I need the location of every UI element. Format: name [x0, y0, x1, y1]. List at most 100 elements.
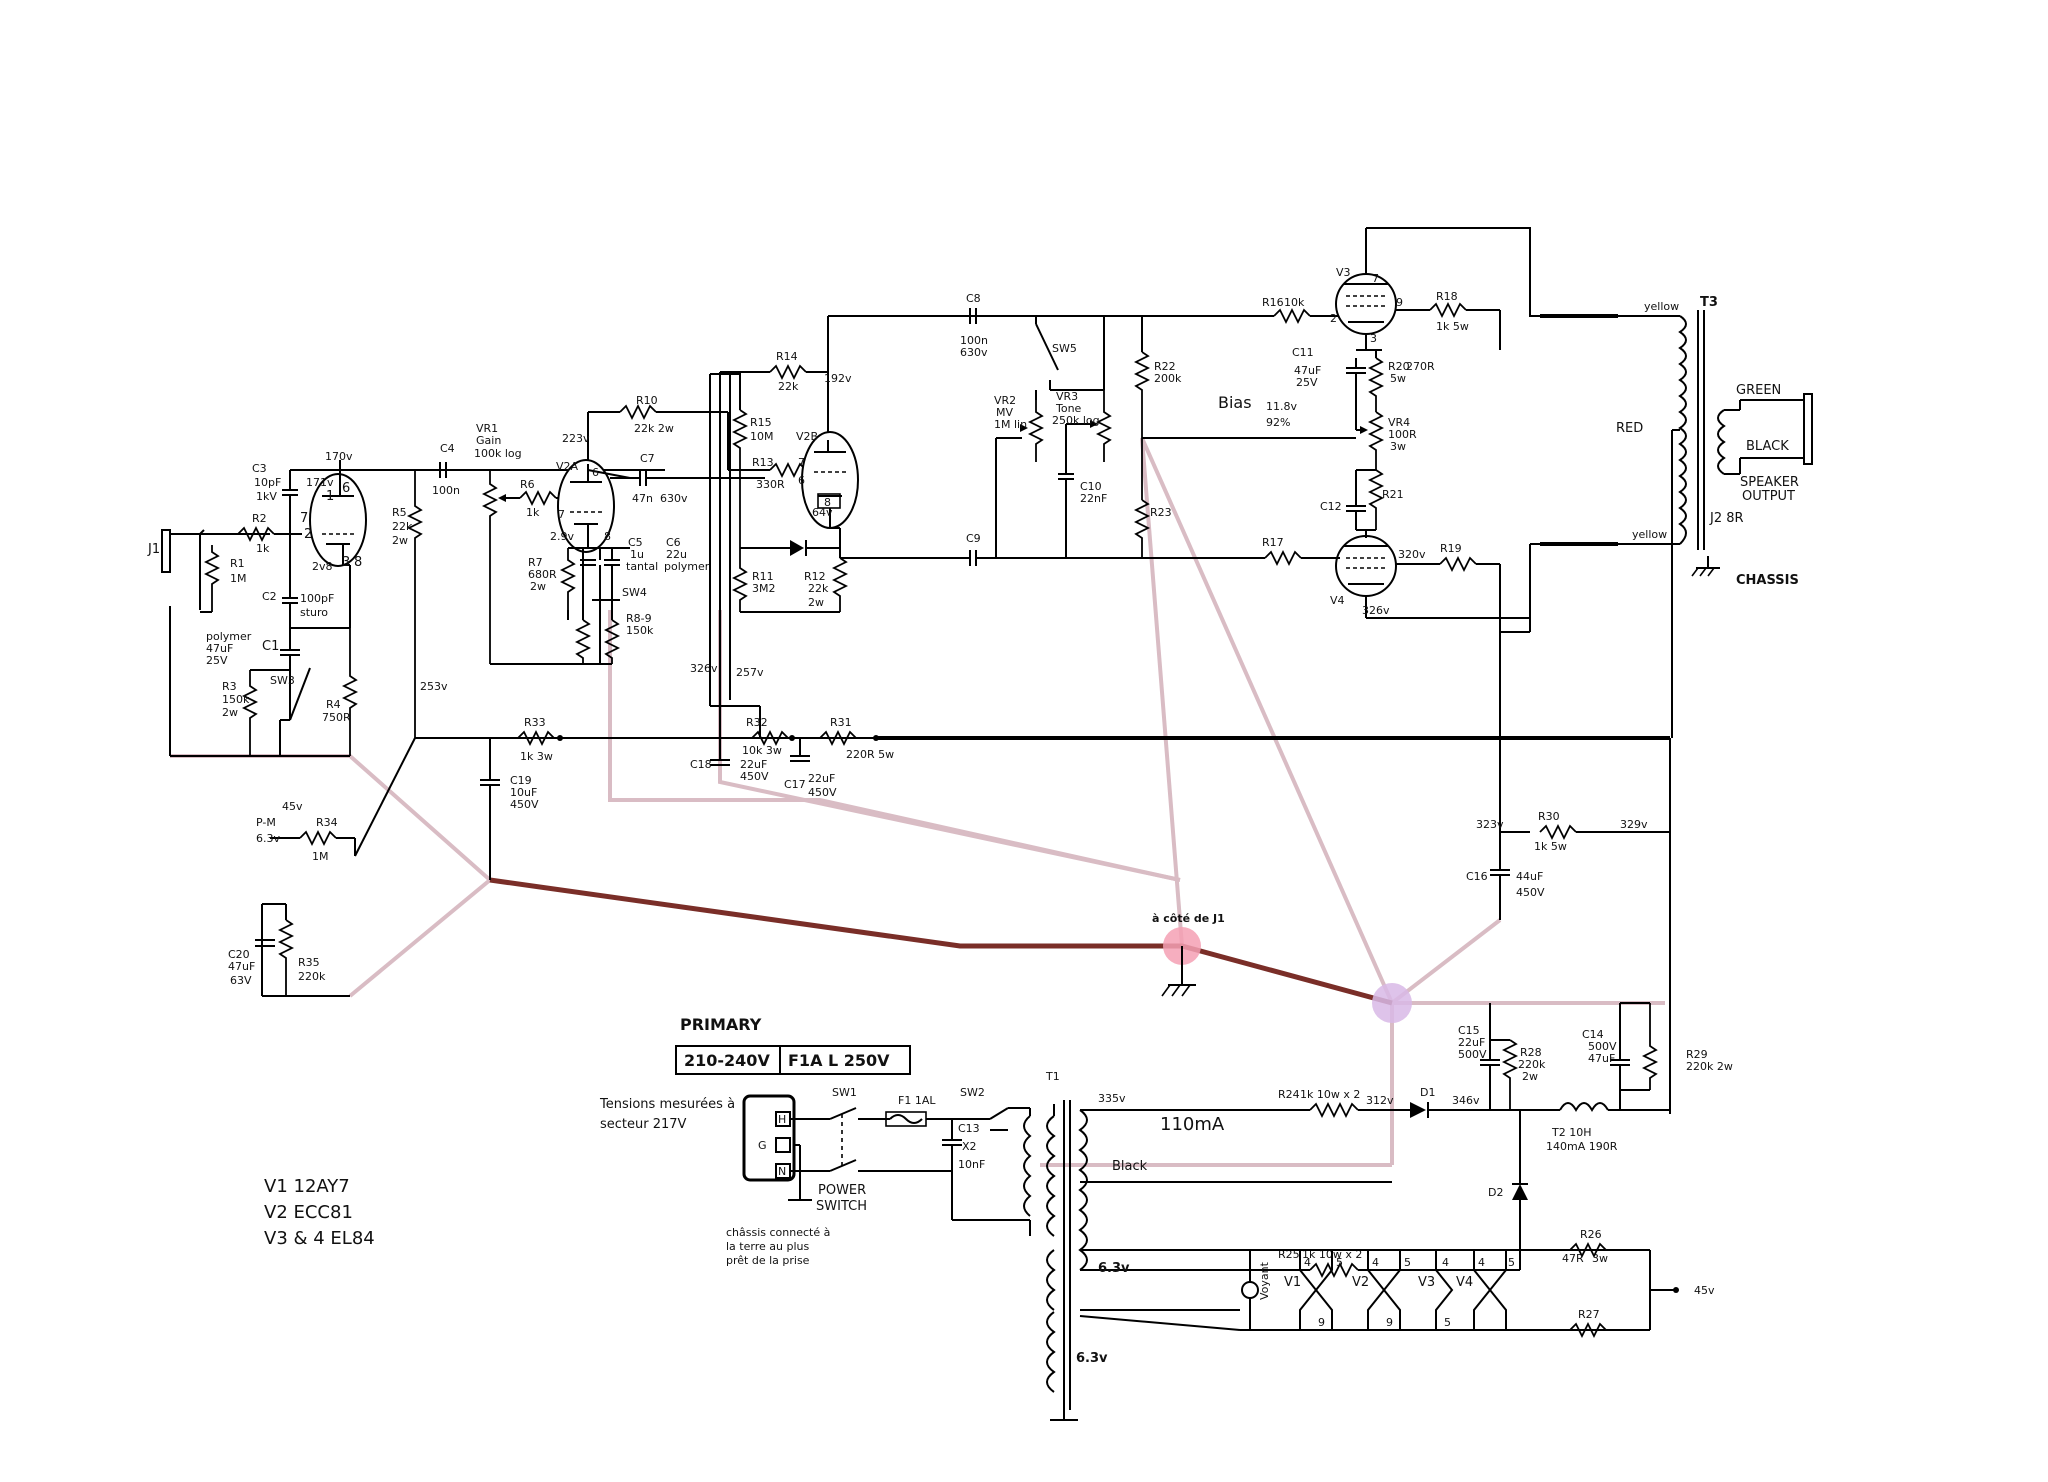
- output-labels: T3 yellow RED yellow GREEN BLACK SPEAKER…: [1616, 295, 1799, 588]
- svg-text:1k 3w: 1k 3w: [520, 750, 553, 763]
- svg-text:BLACK: BLACK: [1746, 439, 1789, 454]
- svg-text:P-M: P-M: [256, 816, 276, 829]
- svg-text:110mA: 110mA: [1160, 1114, 1225, 1135]
- tube-legend: V1 12AY7 V2 ECC81 V3 & 4 EL84: [264, 1176, 375, 1249]
- svg-text:RED: RED: [1616, 421, 1643, 436]
- svg-text:450V: 450V: [1516, 886, 1545, 899]
- svg-text:C6: C6: [666, 536, 681, 549]
- svg-text:sturo: sturo: [300, 606, 328, 619]
- svg-text:4: 4: [1304, 1256, 1311, 1269]
- power-stage: [1260, 227, 1531, 619]
- svg-text:750R: 750R: [322, 711, 351, 724]
- svg-text:220k 2w: 220k 2w: [1686, 1060, 1733, 1073]
- svg-text:150k: 150k: [222, 693, 250, 706]
- svg-text:64v: 64v: [812, 506, 833, 519]
- svg-text:323v: 323v: [1476, 818, 1504, 831]
- svg-text:V1: V1: [1284, 1275, 1301, 1290]
- svg-text:tantal: tantal: [626, 560, 658, 573]
- svg-text:C11: C11: [1292, 346, 1314, 359]
- svg-text:2w: 2w: [222, 706, 238, 719]
- svg-text:SW3: SW3: [270, 674, 295, 687]
- svg-text:3: 3: [1370, 332, 1377, 345]
- svg-text:C12: C12: [1320, 500, 1342, 513]
- svg-text:6.3v: 6.3v: [1098, 1261, 1130, 1276]
- svg-text:100R: 100R: [1388, 428, 1417, 441]
- svg-text:F1 1AL: F1 1AL: [898, 1094, 936, 1107]
- input-jack-j1[interactable]: [161, 529, 171, 573]
- svg-text:1M lin: 1M lin: [994, 418, 1027, 431]
- svg-text:R10: R10: [636, 394, 658, 407]
- svg-text:châssis connecté à: châssis connecté à: [726, 1226, 830, 1239]
- svg-text:223v: 223v: [562, 432, 590, 445]
- svg-text:C19: C19: [510, 774, 532, 787]
- svg-text:V2B: V2B: [796, 430, 818, 443]
- svg-text:1k 10w x 2: 1k 10w x 2: [1300, 1088, 1360, 1101]
- svg-text:47uF: 47uF: [1294, 364, 1321, 377]
- input-stage: [161, 460, 1670, 997]
- svg-text:100pF: 100pF: [300, 592, 334, 605]
- svg-text:3w: 3w: [1592, 1252, 1608, 1265]
- svg-text:la terre au plus: la terre au plus: [726, 1240, 809, 1253]
- svg-text:320v: 320v: [1398, 548, 1426, 561]
- mains-section: PRIMARY 210-240V F1A L 250V H G N: [675, 1015, 1032, 1236]
- svg-text:192v: 192v: [824, 372, 852, 385]
- svg-text:22k 2w: 22k 2w: [634, 422, 674, 435]
- svg-text:R18: R18: [1436, 290, 1458, 303]
- svg-text:1k 5w: 1k 5w: [1534, 840, 1567, 853]
- svg-text:346v: 346v: [1452, 1094, 1480, 1107]
- svg-text:T1: T1: [1045, 1070, 1060, 1083]
- svg-text:2.9v: 2.9v: [550, 530, 574, 543]
- svg-text:6: 6: [592, 466, 599, 479]
- svg-text:polymer: polymer: [664, 560, 710, 573]
- svg-text:10k: 10k: [1284, 296, 1305, 309]
- svg-text:2v8: 2v8: [312, 560, 333, 573]
- pilot-lamp: [1241, 1281, 1259, 1299]
- mains-labels: Tensions mesurées à secteur 217V POWER S…: [599, 1086, 985, 1267]
- svg-text:1u: 1u: [630, 548, 644, 561]
- gain-stage: [481, 403, 765, 735]
- svg-text:R24: R24: [1278, 1088, 1300, 1101]
- svg-text:100n: 100n: [432, 484, 460, 497]
- svg-text:R23: R23: [1150, 506, 1172, 519]
- svg-text:Voyant: Voyant: [1258, 1261, 1271, 1300]
- svg-text:H: H: [778, 1113, 786, 1126]
- svg-text:500V: 500V: [1458, 1048, 1487, 1061]
- svg-text:170v: 170v: [325, 450, 353, 463]
- svg-text:Black: Black: [1112, 1159, 1148, 1174]
- svg-text:R6: R6: [520, 478, 535, 491]
- svg-text:2w: 2w: [1522, 1070, 1538, 1083]
- svg-text:5: 5: [1508, 1256, 1515, 1269]
- svg-text:T2 10H: T2 10H: [1551, 1126, 1591, 1139]
- rectifier: [1046, 1002, 1670, 1421]
- svg-text:5: 5: [1404, 1256, 1411, 1269]
- primary-fuse: F1A L 250V: [788, 1051, 890, 1070]
- svg-text:V3: V3: [1336, 266, 1351, 279]
- svg-text:R12: R12: [804, 570, 826, 583]
- legend-v3v4: V3 & 4 EL84: [264, 1228, 375, 1249]
- speaker-jack-j2[interactable]: [1803, 393, 1813, 465]
- svg-text:V4: V4: [1456, 1275, 1473, 1290]
- legend-v1: V1 12AY7: [264, 1176, 350, 1197]
- svg-text:10M: 10M: [750, 430, 774, 443]
- svg-text:7: 7: [300, 511, 308, 526]
- svg-text:C4: C4: [440, 442, 455, 455]
- svg-text:R7: R7: [528, 556, 543, 569]
- svg-text:C5: C5: [628, 536, 643, 549]
- svg-text:R27: R27: [1578, 1308, 1600, 1321]
- svg-text:140mA 190R: 140mA 190R: [1546, 1140, 1618, 1153]
- gain-labels: VR1 Gain 100k log R6 1k V2A 223v 6 7 8 2…: [474, 394, 710, 637]
- svg-text:V3: V3: [1418, 1275, 1435, 1290]
- star-ground-marker: [1372, 983, 1412, 1023]
- rectifier-labels: T1 335v 110mA Black R24 1k 10w x 2 312v …: [1045, 1024, 1733, 1261]
- svg-text:C7: C7: [640, 452, 655, 465]
- svg-text:prêt de la prise: prêt de la prise: [726, 1254, 810, 1267]
- svg-text:6.3v: 6.3v: [256, 832, 280, 845]
- mains-outlet: [742, 1094, 796, 1182]
- svg-text:R30: R30: [1538, 810, 1560, 823]
- svg-text:7: 7: [1372, 272, 1379, 285]
- heater-labels: 6.3v 6.3v Voyant V1 V2 V3 V4 4 5 9 4 5 9…: [1076, 1228, 1715, 1366]
- svg-text:R1: R1: [230, 557, 245, 570]
- tone-labels: R14 22k 192v R15 10M R13 330R V2B 7 6 8 …: [750, 292, 1182, 609]
- svg-text:63V: 63V: [230, 974, 252, 987]
- svg-text:45v: 45v: [1694, 1284, 1715, 1297]
